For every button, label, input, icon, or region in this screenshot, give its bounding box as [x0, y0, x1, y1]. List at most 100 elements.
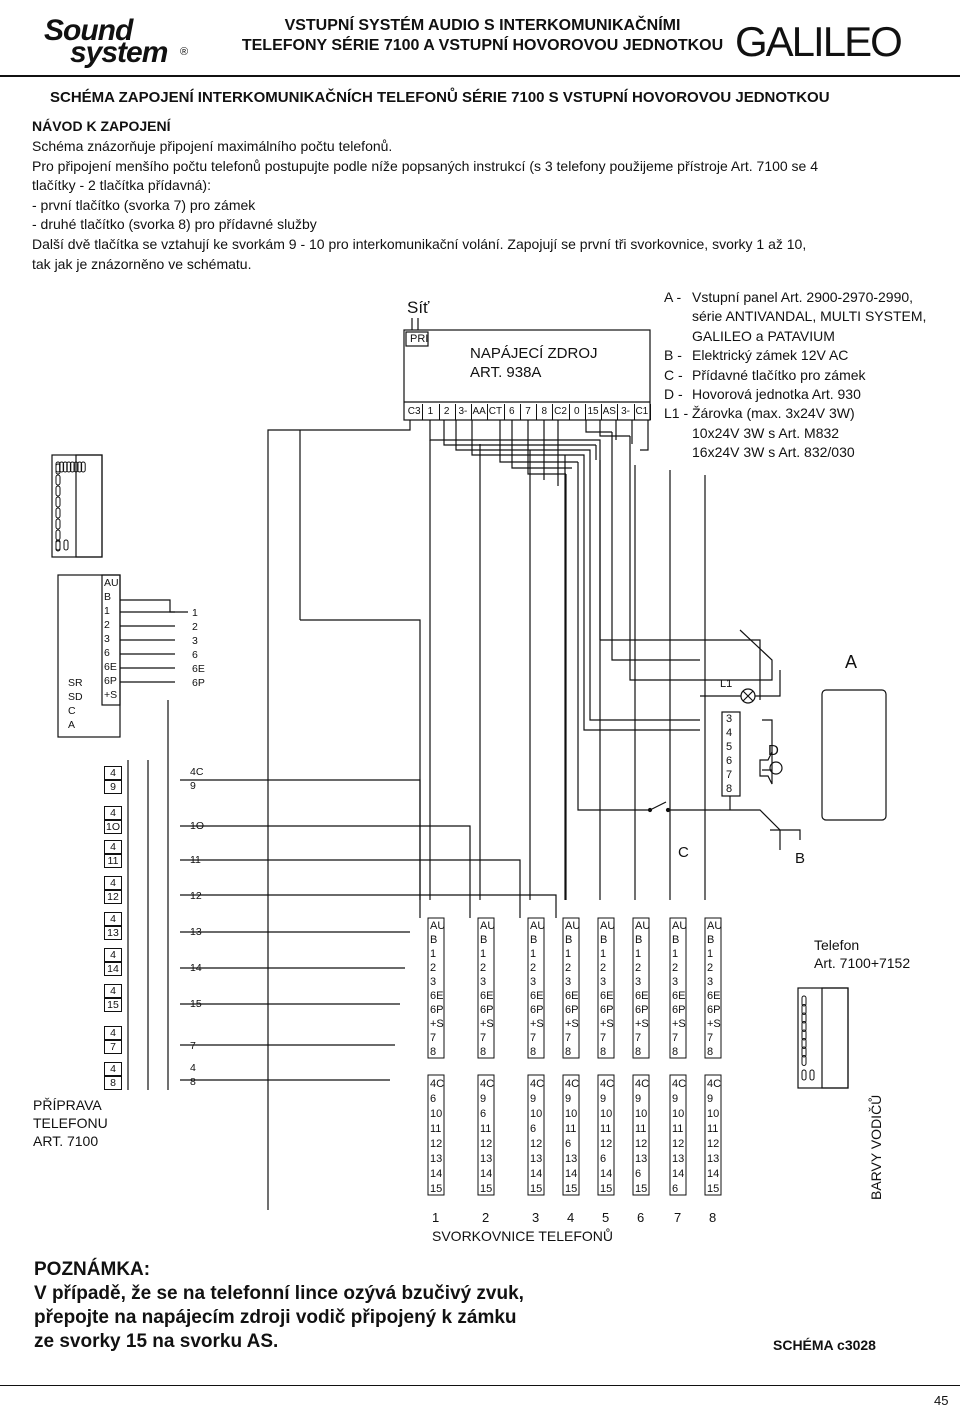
terminal-upper-label: 6E [672, 990, 685, 1002]
instruction-line: tak jak je znázorněno ve schématu. [32, 255, 252, 272]
terminal-upper-label: 3 [430, 976, 436, 988]
psu-terminal: 3- [617, 404, 635, 420]
phone-button [55, 463, 61, 475]
prep-label: PŘÍPRAVA TELEFONU ART. 7100 [33, 1096, 108, 1150]
speech-unit-terminal: 8 [726, 783, 733, 795]
psu-terminal: AS [601, 404, 619, 420]
instructions-heading: NÁVOD K ZAPOJENÍ [32, 118, 171, 134]
terminal-lower-label: 12 [430, 1138, 442, 1150]
terminal-lower-label: 13 [672, 1153, 684, 1165]
terminal-lower-label: 9 [530, 1093, 536, 1105]
psu-terminal: 15 [585, 404, 603, 420]
terminal-lower-label: 11 [635, 1123, 646, 1135]
instruction-line: Schéma znázorňuje připojení maximálního … [32, 138, 393, 154]
block-number: 7 [674, 1210, 682, 1225]
terminal-lower-label: 10 [530, 1108, 542, 1120]
terminal-lower-label: 4C [430, 1078, 444, 1090]
terminal-block-lower [669, 1074, 687, 1196]
terminal-lower-label: 12 [530, 1138, 542, 1150]
terminal-upper-label: +S [635, 1018, 649, 1030]
terminal-upper-label: 8 [672, 1046, 678, 1058]
psu-name-line1: NAPÁJECÍ ZDROJ [470, 345, 598, 362]
label-l1: L1 [720, 678, 733, 690]
terminal-lower-label: 14 [565, 1168, 577, 1180]
terminal-block-lower [562, 1074, 580, 1196]
prep-group-right: 14 [190, 962, 202, 974]
prep-group-pin: 4 [104, 1026, 122, 1040]
power-supply-name: NAPÁJECÍ ZDROJ ART. 938A [470, 344, 598, 382]
legend-text: Přídavné tlačítko pro zámek [692, 366, 866, 383]
phone-label-line1: Telefon [814, 937, 860, 953]
terminal-lower-label: 6 [635, 1168, 641, 1180]
phone-button [55, 518, 61, 530]
terminal-upper-label: 8 [635, 1046, 641, 1058]
psu-terminal: 8 [536, 404, 554, 420]
terminal-lower-label: 15 [565, 1183, 577, 1195]
prep-terminal: 2 [104, 619, 110, 631]
block-number: 3 [532, 1210, 540, 1225]
psu-terminal: AA [471, 404, 489, 420]
terminal-upper-label: 8 [430, 1046, 436, 1058]
wire-colors-label: BARVY VODIČŮ [868, 1094, 884, 1200]
terminal-lower-label: 6 [565, 1138, 571, 1150]
phone-button [801, 1004, 807, 1015]
terminal-lower-label: 6 [530, 1123, 536, 1135]
terminal-block-upper [427, 917, 445, 1059]
prep-group-pin: 4 [104, 806, 122, 820]
legend-row: A -Vstupní panel Art. 2900-2970-2990, [664, 288, 926, 307]
terminal-upper-label: 3 [480, 976, 486, 988]
terminal-lower-label: 13 [480, 1153, 492, 1165]
terminal-lower-label: 15 [635, 1183, 647, 1195]
terminal-lower-label: 10 [707, 1108, 719, 1120]
terminal-lower-label: 13 [565, 1153, 577, 1165]
legend-key: D - [664, 386, 683, 403]
terminal-lower-label: 12 [707, 1138, 719, 1150]
terminal-lower-label: 9 [707, 1093, 713, 1105]
psu-terminal: C1 [634, 404, 651, 420]
speech-unit-terminal: 3 [726, 713, 733, 725]
phone-button [801, 1055, 807, 1066]
terminal-upper-label: 2 [707, 962, 713, 974]
terminal-lower-label: 6 [480, 1108, 486, 1120]
terminal-upper-label: 6E [430, 990, 443, 1002]
terminal-upper-label: 6E [635, 990, 648, 1002]
terminal-lower-label: 6 [672, 1183, 678, 1195]
terminal-lower-label: 14 [672, 1168, 684, 1180]
phone-button [55, 485, 61, 497]
phone-button [801, 1012, 807, 1024]
prep-group-right: 15 [190, 998, 202, 1010]
terminal-upper-label: 6P [530, 1004, 543, 1016]
label-d: D [768, 742, 779, 759]
terminal-lower-label: 11 [480, 1123, 491, 1135]
terminal-lower-label: 14 [430, 1168, 442, 1180]
logo-reg: ® [180, 46, 189, 58]
phone-button [801, 1038, 807, 1049]
legend-key: B - [664, 347, 682, 364]
legend-row: 16x24V 3W s Art. 832/030 [664, 443, 926, 462]
prep-group-pin: 8 [104, 1076, 122, 1090]
terminal-block-upper [527, 917, 545, 1059]
block-number: 8 [709, 1210, 717, 1225]
label-a: A [845, 652, 858, 672]
prep-group-right: 9 [190, 780, 196, 792]
terminal-upper-label: 7 [530, 1032, 536, 1044]
prep-group-pin: 11 [104, 854, 122, 868]
terminal-upper-label: AU [565, 920, 580, 932]
terminal-upper-label: 3 [635, 976, 641, 988]
terminal-upper-label: 3 [530, 976, 536, 988]
prep-group-pin: 4 [104, 984, 122, 998]
note-line3: ze svorky 15 na svorku AS. [34, 1331, 279, 1352]
prep-group-pin: 4 [104, 948, 122, 962]
prep-group-pin: 12 [104, 890, 122, 904]
terminal-lower-label: 10 [635, 1108, 647, 1120]
logo-line2: system [70, 36, 168, 69]
terminal-lower-label: 4C [635, 1078, 649, 1090]
terminal-upper-label: +S [600, 1018, 614, 1030]
prep-right-terminal: 2 [192, 621, 198, 633]
prep-group-right: 8 [190, 1076, 196, 1088]
terminal-upper-label: 1 [600, 948, 606, 960]
terminal-upper-label: B [600, 934, 607, 946]
terminal-lower-label: 14 [600, 1168, 612, 1180]
